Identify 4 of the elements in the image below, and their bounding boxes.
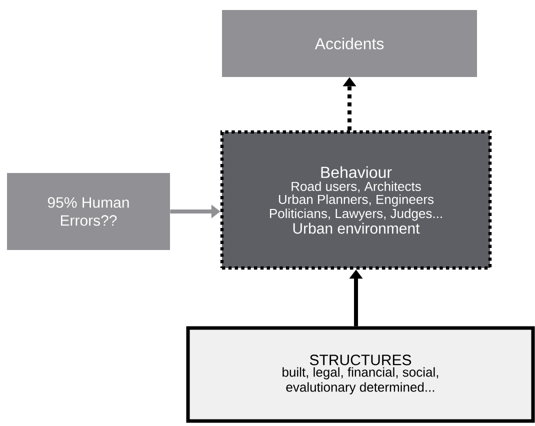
structure-box: STRUCTURES built, legal, financial, social, evalutionary determined...	[186, 326, 535, 423]
input-box: 95% Human Errors??	[7, 173, 170, 250]
result-box: Accidents	[222, 10, 477, 77]
process-box: Behaviour Road users, Architects Urban Planners, Engineers Politicians, Lawyers, Judges... Urban environment	[220, 130, 492, 270]
